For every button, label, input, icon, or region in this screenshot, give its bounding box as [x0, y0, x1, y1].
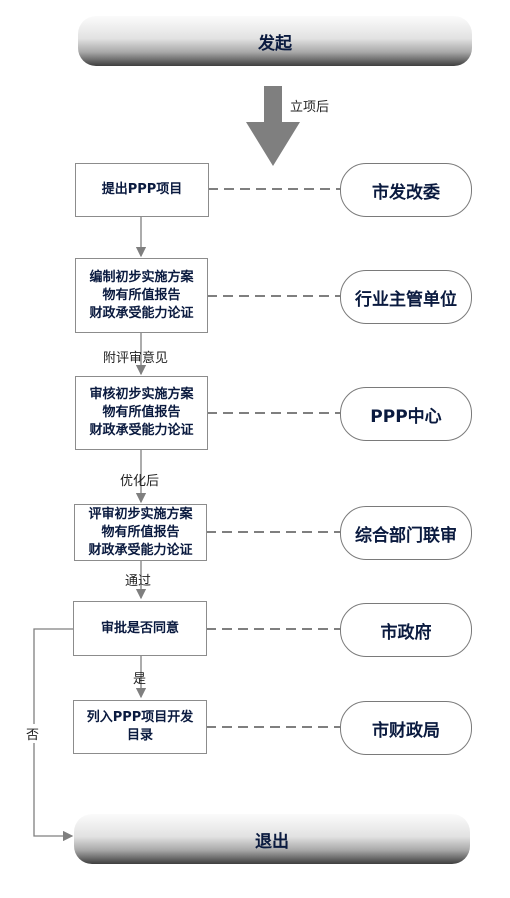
step-text: 编制初步实施方案 [89, 269, 194, 285]
step-box-prepare: 编制初步实施方案 物有所值报告 财政承受能力论证 [75, 258, 208, 333]
end-banner: 退出 [74, 814, 470, 864]
reject-connector [33, 628, 74, 842]
step-text: 提出PPP项目 [101, 182, 183, 197]
agency-pill: 市发改委 [340, 163, 472, 217]
step-text: 列入PPP项目开发 [86, 710, 194, 725]
step-text: 物有所值报告 [102, 405, 181, 420]
big-down-arrow [246, 86, 300, 166]
step-text: 审核初步实施方案 [89, 387, 194, 402]
big-arrow-label: 立项后 [290, 100, 330, 115]
step-box-list: 列入PPP项目开发 目录 [73, 700, 207, 754]
step-text: 审批是否同意 [100, 620, 179, 636]
agency-pill: PPP中心 [340, 387, 472, 441]
step-text: 财政承受能力论证 [89, 423, 194, 438]
step-text: 目录 [126, 728, 153, 743]
step-text: 评审初步实施方案 [88, 506, 193, 522]
step-text: 物有所值报告 [102, 287, 181, 303]
agency-pill: 市政府 [340, 603, 472, 657]
step-text: 财政承受能力论证 [88, 542, 193, 558]
step-box-audit: 审核初步实施方案 物有所值报告 财政承受能力论证 [75, 376, 208, 450]
step-text: 财政承受能力论证 [89, 305, 194, 321]
agency-pill: 市财政局 [340, 701, 472, 755]
step-box-review: 评审初步实施方案 物有所值报告 财政承受能力论证 [74, 504, 207, 561]
start-banner: 发起 [78, 16, 472, 66]
connector-label: 通过 [125, 574, 152, 589]
connector-label: 附评审意见 [103, 351, 169, 366]
step-box-propose: 提出PPP项目 [75, 163, 209, 217]
step-box-approve: 审批是否同意 [73, 601, 207, 656]
agency-pill: 综合部门联审 [340, 506, 472, 560]
reject-label: 否 [26, 724, 40, 743]
step-text: 物有所值报告 [101, 524, 180, 540]
agency-pill: 行业主管单位 [340, 270, 472, 324]
connector-label: 优化后 [120, 474, 160, 489]
connector-label: 是 [133, 672, 147, 687]
